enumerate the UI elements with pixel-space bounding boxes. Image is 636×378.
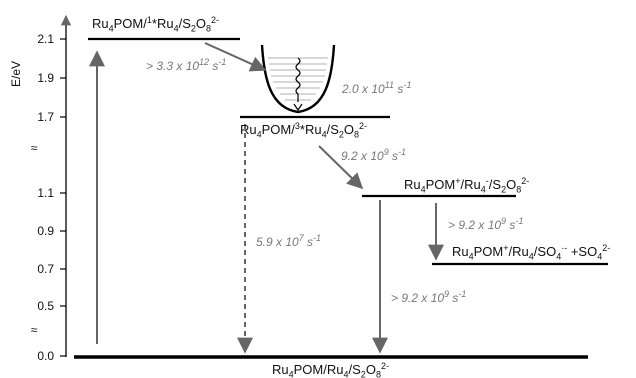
isc-arrow	[204, 42, 267, 72]
tick-label: 1.7	[37, 110, 54, 124]
tick-label: 1.9	[37, 71, 54, 85]
energy-axis: E/eV 0.0 0.5 0.7 0.9 1.1 1.7 1.9 2.1 ≈ ≈	[9, 14, 72, 363]
axis-title: E/eV	[9, 61, 23, 87]
tick-label: 0.0	[37, 349, 54, 363]
rate-label-sulfate-formation: > 9.2 x 109 s-1	[448, 216, 523, 232]
state-label-charge-separated: Ru4POM+/Ru4-/S2O82-	[404, 176, 529, 195]
tick-label: 2.1	[37, 32, 54, 46]
state-label-singlet: Ru4POM/1*Ru4/S2O82-	[92, 15, 219, 34]
tick-label: 0.9	[37, 224, 54, 238]
rate-label-back-transfer: > 9.2 x 109 s-1	[391, 289, 466, 305]
tick-label: 0.5	[37, 299, 54, 313]
state-label-sulfate-radical: Ru4POM+/Ru4/SO4·- +SO42-	[452, 243, 610, 262]
potential-well	[260, 44, 336, 114]
axis-ticks: 0.0 0.5 0.7 0.9 1.1 1.7 1.9 2.1	[37, 32, 66, 363]
rate-label-vibrational-relaxation: 2.0 x 1011 s-1	[341, 80, 411, 96]
axis-break-mark: ≈	[31, 323, 38, 337]
energy-levels	[74, 37, 608, 359]
transition-arrows	[89, 42, 444, 354]
axis-break-mark: ≈	[31, 141, 38, 155]
tick-label: 1.1	[37, 186, 54, 200]
tick-label: 0.7	[37, 262, 54, 276]
relaxation-squiggle	[295, 57, 301, 102]
rate-label-decay: 5.9 x 107 s-1	[256, 233, 321, 249]
relaxation-arrowhead	[293, 103, 303, 112]
well-curve	[260, 44, 336, 114]
state-label-ground: Ru4POM/Ru4/S2O82-	[272, 361, 389, 378]
rate-label-isc: > 3.3 x 1012 s-1	[146, 57, 226, 73]
electron-transfer-arrow	[318, 145, 364, 190]
state-label-triplet: Ru4POM/3*Ru4/S2O82-	[240, 121, 367, 140]
rate-label-electron-transfer: 9.2 x 109 s-1	[341, 147, 406, 163]
